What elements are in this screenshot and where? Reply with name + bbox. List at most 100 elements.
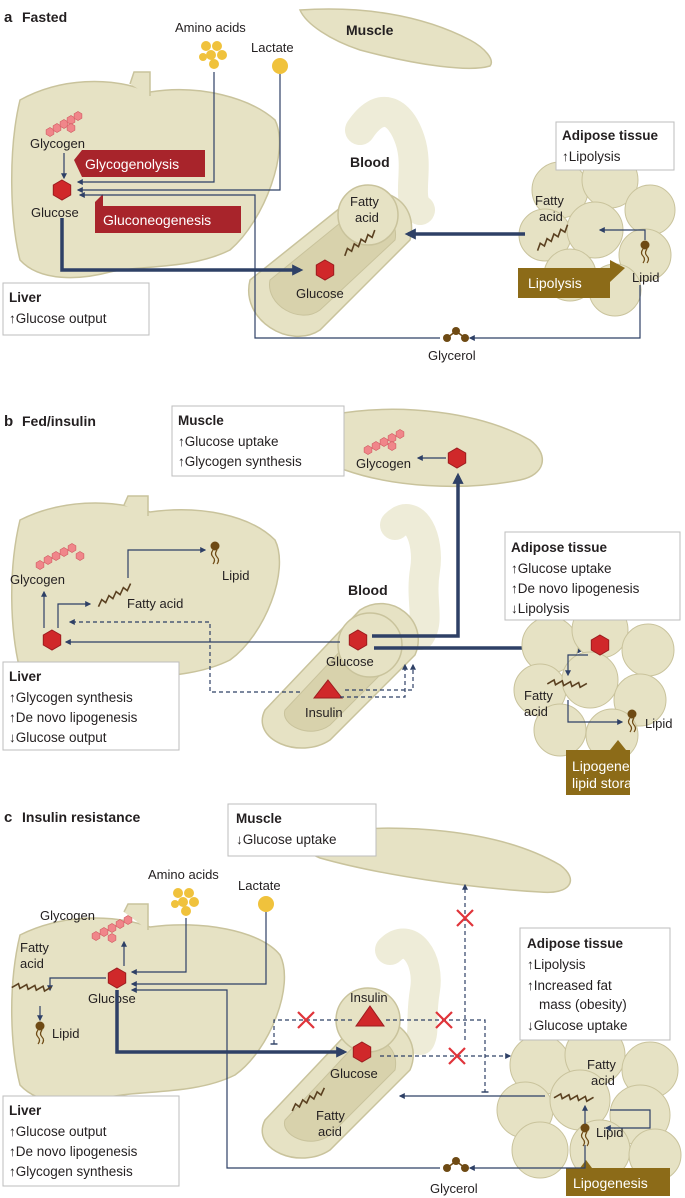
adipose-box-a: Adipose tissue ↑Lipolysis: [555, 121, 675, 171]
panel-c: c Insulin resistance Muscle ↓Glucose upt…: [2, 803, 682, 1196]
svg-text:↓Glucose uptake: ↓Glucose uptake: [527, 1018, 628, 1033]
adipose-lipid-label-b: Lipid: [645, 716, 672, 731]
svg-text:↑Glycogen synthesis: ↑Glycogen synthesis: [178, 454, 302, 469]
svg-text:Adipose tissue: Adipose tissue: [527, 936, 624, 951]
svg-text:Liver: Liver: [9, 669, 42, 684]
svg-text:↑Glucose output: ↑Glucose output: [9, 311, 107, 326]
liver-fatty-acid-label-c-1: Fatty: [20, 940, 49, 955]
svg-text:Adipose tissue: Adipose tissue: [511, 540, 608, 555]
svg-text:Glycogenolysis: Glycogenolysis: [85, 156, 179, 172]
lipid-label: Lipid: [632, 270, 659, 285]
liver-shape-c: [10, 917, 286, 1104]
liver-box-a: Liver ↑Glucose output: [2, 282, 150, 336]
svg-text:↑Glycogen synthesis: ↑Glycogen synthesis: [9, 690, 133, 705]
blood-glucose-label-c: Glucose: [330, 1066, 378, 1081]
panel-a: a Fasted Muscle Amino acids Lactate Glyc…: [2, 8, 676, 363]
panel-b-title: Fed/insulin: [22, 413, 96, 429]
blood-fatty-acid-label-c-1: Fatty: [316, 1108, 345, 1123]
insulin-label: Insulin: [305, 705, 343, 720]
lipogenesis-tag-b: Lipogenesis/ lipid storage: [566, 740, 651, 795]
liver-shape: [10, 80, 281, 279]
svg-text:↑De novo lipogenesis: ↑De novo lipogenesis: [9, 710, 138, 725]
insulin-label-c: Insulin: [350, 990, 388, 1005]
muscle-shape: [298, 8, 492, 70]
svg-text:↑De novo lipogenesis: ↑De novo lipogenesis: [511, 581, 640, 596]
glycerol-icon: [443, 327, 469, 342]
blood-glucose-icon: [315, 259, 335, 281]
panel-a-letter: a: [4, 9, 13, 26]
svg-text:↓Glucose output: ↓Glucose output: [9, 730, 107, 745]
muscle-box-c: Muscle ↓Glucose uptake: [227, 803, 377, 857]
glucose-icon: [52, 179, 72, 201]
svg-text:↓Glucose uptake: ↓Glucose uptake: [236, 832, 337, 847]
svg-text:↑Glucose uptake: ↑Glucose uptake: [511, 561, 612, 576]
svg-text:Liver: Liver: [9, 1103, 42, 1118]
svg-text:Lipolysis: Lipolysis: [528, 275, 582, 291]
amino-acids-icon-c: [171, 888, 199, 916]
liver-fatty-acid-label-c-2: acid: [20, 956, 44, 971]
liver-fatty-acid-label: Fatty acid: [127, 596, 183, 611]
adipose-fatty-acid-label-2: acid: [539, 209, 563, 224]
muscle-shape-b: [323, 408, 544, 488]
svg-text:↓Lipolysis: ↓Lipolysis: [511, 601, 570, 616]
glucose-icon-c: [107, 967, 127, 989]
adipose-fatty-acid-label-b-1: Fatty: [524, 688, 553, 703]
svg-text:lipid storage: lipid storage: [572, 775, 648, 791]
liver-box-c: Liver ↑Glucose output ↑De novo lipogenes…: [2, 1095, 180, 1187]
panel-c-title: Insulin resistance: [22, 809, 140, 825]
glycerol-icon-c: [443, 1157, 469, 1172]
muscle-label: Muscle: [346, 22, 394, 38]
lipogenesis-tag-c: Lipogenesis: [566, 1160, 670, 1196]
lactate-icon: [272, 58, 288, 74]
panel-b-letter: b: [4, 413, 13, 430]
adipose-box-c: Adipose tissue ↑Lipolysis ↑Increased fat…: [519, 927, 671, 1041]
svg-text:↑Glucose output: ↑Glucose output: [9, 1124, 107, 1139]
svg-text:Muscle: Muscle: [178, 413, 224, 428]
adipose-glucose-icon: [590, 634, 610, 656]
liver-glucose-icon: [42, 629, 62, 651]
amino-acids-icon: [199, 41, 227, 69]
insulin-icon: [312, 679, 344, 699]
adipose-lipid-label-c: Lipid: [596, 1125, 623, 1140]
liver-box-b: Liver ↑Glycogen synthesis ↑De novo lipog…: [2, 661, 180, 751]
adipose-fatty-acid-label-b-2: acid: [524, 704, 548, 719]
liver-lipid-label: Lipid: [222, 568, 249, 583]
svg-text:Lipogenesis: Lipogenesis: [573, 1175, 648, 1191]
svg-text:↑Lipolysis: ↑Lipolysis: [527, 957, 586, 972]
svg-text:Liver: Liver: [9, 290, 42, 305]
blood-vessel-b: [261, 504, 441, 749]
liver-glycogen-label: Glycogen: [10, 572, 65, 587]
svg-text:↑Glucose uptake: ↑Glucose uptake: [178, 434, 279, 449]
lactate-label-c: Lactate: [238, 878, 281, 893]
svg-text:↑Increased fat: ↑Increased fat: [527, 978, 612, 993]
svg-text:Lipogenesis/: Lipogenesis/: [572, 758, 651, 774]
liver-lipid-label-c: Lipid: [52, 1026, 79, 1041]
panel-b: b Fed/insulin Glycogen Muscle ↑Glucose u…: [2, 405, 681, 795]
adipose-fatty-acid-label-c-1: Fatty: [587, 1057, 616, 1072]
insulin-icon-c: [355, 1005, 385, 1027]
svg-text:Adipose tissue: Adipose tissue: [562, 128, 659, 143]
glucose-label-c: Glucose: [88, 991, 136, 1006]
svg-text:mass (obesity): mass (obesity): [539, 997, 627, 1012]
gluconeogenesis-tag: Gluconeogenesis: [95, 194, 241, 233]
svg-text:↑Lipolysis: ↑Lipolysis: [562, 149, 621, 164]
svg-text:Muscle: Muscle: [236, 811, 282, 826]
adipose-fatty-acid-label-c-2: acid: [591, 1073, 615, 1088]
panel-c-letter: c: [4, 809, 12, 826]
glucose-label: Glucose: [31, 205, 79, 220]
svg-text:↑De novo lipogenesis: ↑De novo lipogenesis: [9, 1144, 138, 1159]
glycogen-label-c: Glycogen: [40, 908, 95, 923]
adipose-cells-b: [513, 601, 675, 762]
glycogenolysis-tag: Glycogenolysis: [74, 150, 205, 177]
lipolysis-tag: Lipolysis: [518, 260, 625, 298]
lactate-icon-c: [258, 896, 274, 912]
adipose-cells: [518, 151, 676, 317]
blood-label-b: Blood: [348, 582, 388, 598]
svg-text:↑Glycogen synthesis: ↑Glycogen synthesis: [9, 1164, 133, 1179]
blood-glucose-icon-c: [352, 1041, 372, 1063]
glycerol-label: Glycerol: [428, 348, 476, 363]
blood-label: Blood: [350, 154, 390, 170]
lactate-label: Lactate: [251, 40, 294, 55]
adipose-fatty-acid-label-1: Fatty: [535, 193, 564, 208]
